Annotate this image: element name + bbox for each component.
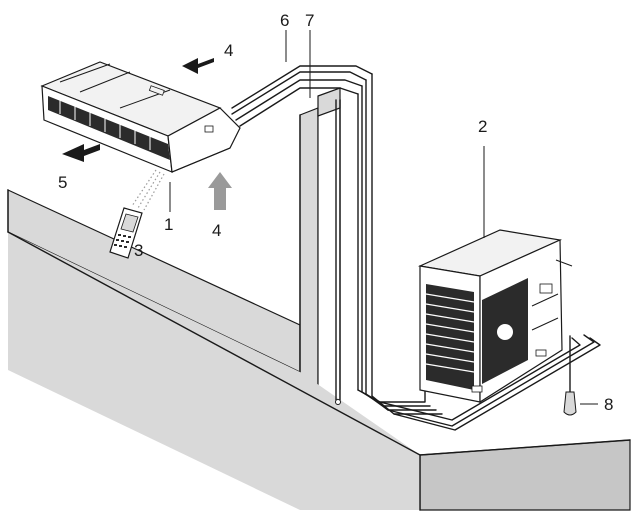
column-face	[317, 99, 341, 421]
outdoor-unit	[417, 229, 573, 404]
callout-indoor-unit: 1	[164, 215, 173, 234]
callouts: 1 2 3 4 4 5 6 7 8	[58, 11, 613, 414]
callout-remote-control: 3	[134, 241, 143, 260]
callout-air-inlet-top: 4	[224, 41, 233, 60]
callout-outdoor-unit: 2	[478, 117, 487, 136]
leader-lines	[169, 30, 598, 405]
callout-drain-pipe: 7	[305, 11, 314, 30]
callout-drain-hose: 8	[604, 395, 613, 414]
inlet-arrow-bottom	[208, 172, 232, 210]
remote-control	[109, 207, 143, 259]
indoor-unit	[40, 61, 241, 173]
callout-refrigerant-piping: 6	[280, 11, 289, 30]
callout-air-inlet-bottom: 4	[212, 221, 221, 240]
airflow-arrows	[62, 58, 232, 210]
inlet-arrow-top	[182, 58, 214, 74]
remote-signal	[131, 169, 165, 211]
callout-air-outlet: 5	[58, 173, 67, 192]
wall-column	[299, 107, 319, 421]
floor-slab-side	[8, 232, 420, 510]
refrigerant-piping	[231, 65, 601, 431]
drain-outlet	[335, 399, 341, 405]
drain-hose	[563, 335, 577, 416]
drain-hose-tip-icon	[563, 391, 577, 416]
indoor-louver-band	[48, 96, 170, 160]
outlet-arrow	[62, 144, 100, 162]
outdoor-grille	[426, 284, 474, 390]
